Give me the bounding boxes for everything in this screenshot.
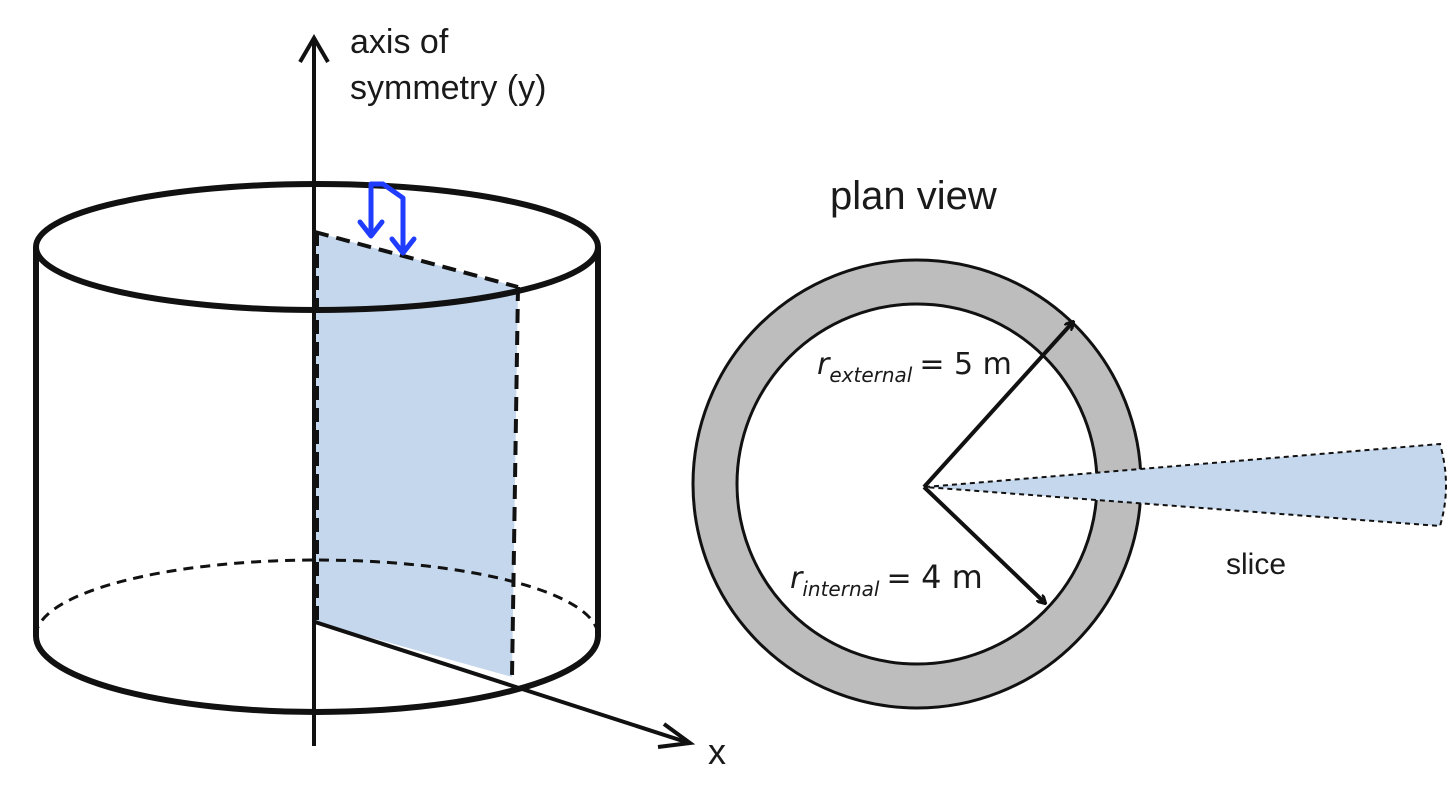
r-internal-value: 4 m bbox=[921, 558, 983, 596]
cylinder-figure: axis of symmetry (y) x bbox=[33, 23, 726, 772]
r-internal-symbol: r bbox=[790, 561, 804, 596]
r-internal-equals: = bbox=[886, 561, 921, 596]
slice-wedge bbox=[924, 442, 1447, 528]
cross-section-plane bbox=[315, 232, 518, 677]
blue-down-arrows-icon bbox=[357, 181, 417, 256]
axis-of-symmetry-label-line1: axis of bbox=[350, 23, 449, 61]
plan-view-figure: plan view rexternal= 5 m rinternal= 4 m … bbox=[691, 174, 1447, 710]
y-axis-arrowhead bbox=[298, 34, 330, 64]
cylinder-bottom-front-edge bbox=[33, 635, 601, 715]
r-internal-arrow bbox=[922, 485, 1045, 603]
r-external-value: = 5 m bbox=[919, 347, 1012, 382]
cylinder-bottom-back-edge bbox=[34, 558, 600, 637]
x-axis-arrowhead bbox=[657, 722, 696, 749]
r-internal-label: rinternal= 4 m bbox=[790, 558, 983, 601]
r-external-symbol: r bbox=[817, 347, 831, 382]
x-axis-line bbox=[314, 620, 687, 744]
r-external-label: rexternal = 5 m bbox=[817, 347, 1012, 387]
r-internal-subscript: internal bbox=[802, 577, 880, 601]
plan-view-title: plan view bbox=[830, 174, 997, 218]
r-external-subscript: external bbox=[829, 363, 912, 387]
axis-of-symmetry-label-line2: symmetry (y) bbox=[350, 69, 546, 107]
r-external-arrow bbox=[922, 322, 1073, 489]
plane-top-edge bbox=[314, 230, 519, 289]
slice-label: slice bbox=[1226, 548, 1286, 581]
x-axis-label: x bbox=[708, 731, 726, 772]
